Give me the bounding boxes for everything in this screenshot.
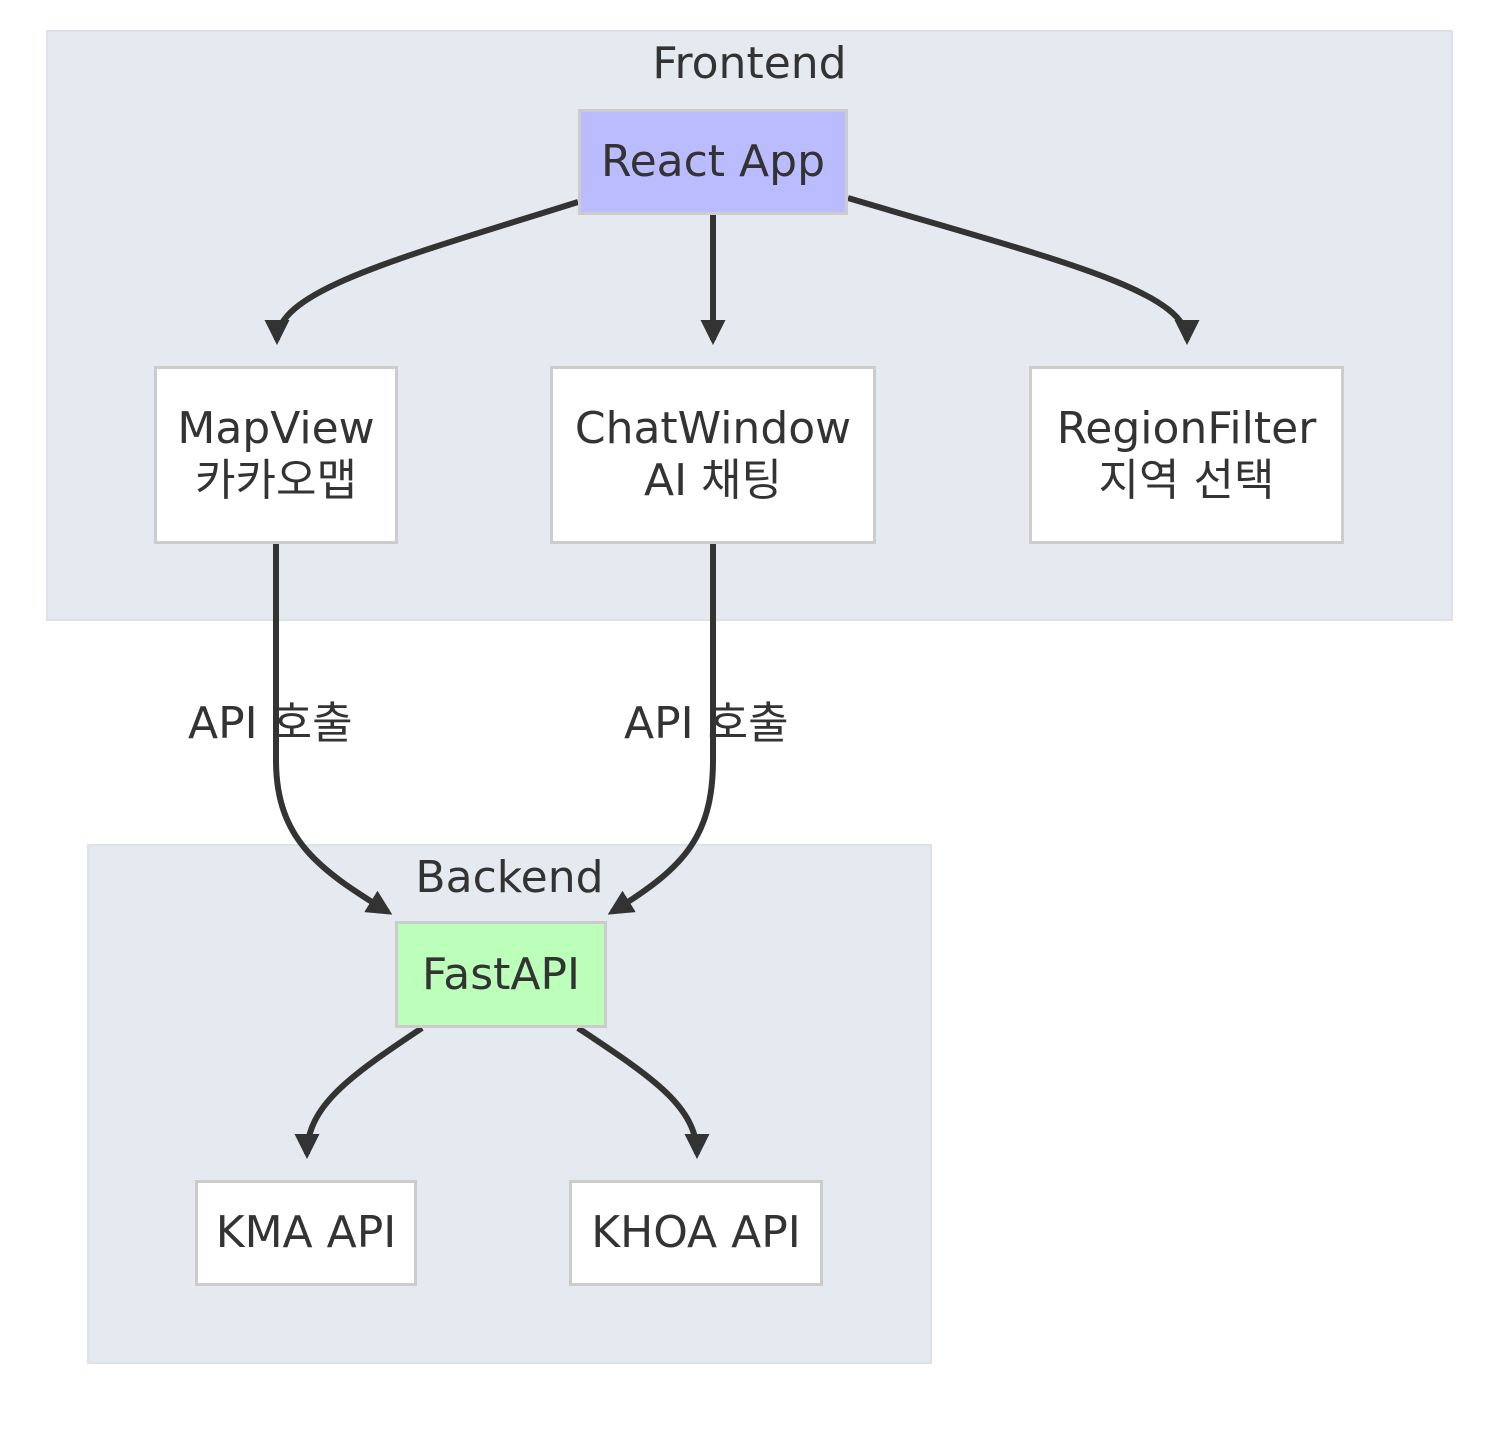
- kma-api-node[interactable]: KMA API: [195, 1180, 417, 1286]
- chatwindow-node[interactable]: ChatWindow AI 채팅: [550, 366, 876, 544]
- edge-react-to-mapview: [264, 199, 579, 346]
- edge-mapview-to-fastapi: [273, 544, 393, 915]
- mapview-label: MapView: [177, 403, 375, 454]
- edge-label-mapview-fastapi: API 호출: [188, 698, 353, 749]
- chatwindow-label: ChatWindow: [574, 403, 852, 454]
- backend-cluster-title: Backend: [415, 852, 604, 903]
- frontend-cluster-title: Frontend: [652, 38, 847, 89]
- edge-react-to-regionfilter: [847, 195, 1200, 346]
- edge-fastapi-to-khoa: [576, 1025, 710, 1160]
- react-app-node[interactable]: React App: [578, 109, 848, 215]
- khoa-api-node[interactable]: KHOA API: [569, 1180, 823, 1286]
- regionfilter-node[interactable]: RegionFilter 지역 선택: [1029, 366, 1344, 544]
- khoa-api-label: KHOA API: [591, 1207, 801, 1258]
- edge-fastapi-to-kma: [294, 1025, 424, 1160]
- chatwindow-sublabel: AI 채팅: [643, 455, 783, 506]
- regionfilter-label: RegionFilter: [1056, 403, 1317, 454]
- fastapi-label: FastAPI: [421, 948, 581, 1000]
- mapview-node[interactable]: MapView 카카오맵: [154, 366, 398, 544]
- kma-api-label: KMA API: [215, 1207, 397, 1258]
- edge-chatwindow-to-fastapi: [607, 544, 716, 915]
- fastapi-node[interactable]: FastAPI: [395, 921, 607, 1028]
- react-app-label: React App: [600, 136, 826, 187]
- edge-label-chatwindow-fastapi: API 호출: [624, 698, 789, 749]
- mapview-sublabel: 카카오맵: [195, 455, 357, 506]
- regionfilter-sublabel: 지역 선택: [1098, 455, 1275, 506]
